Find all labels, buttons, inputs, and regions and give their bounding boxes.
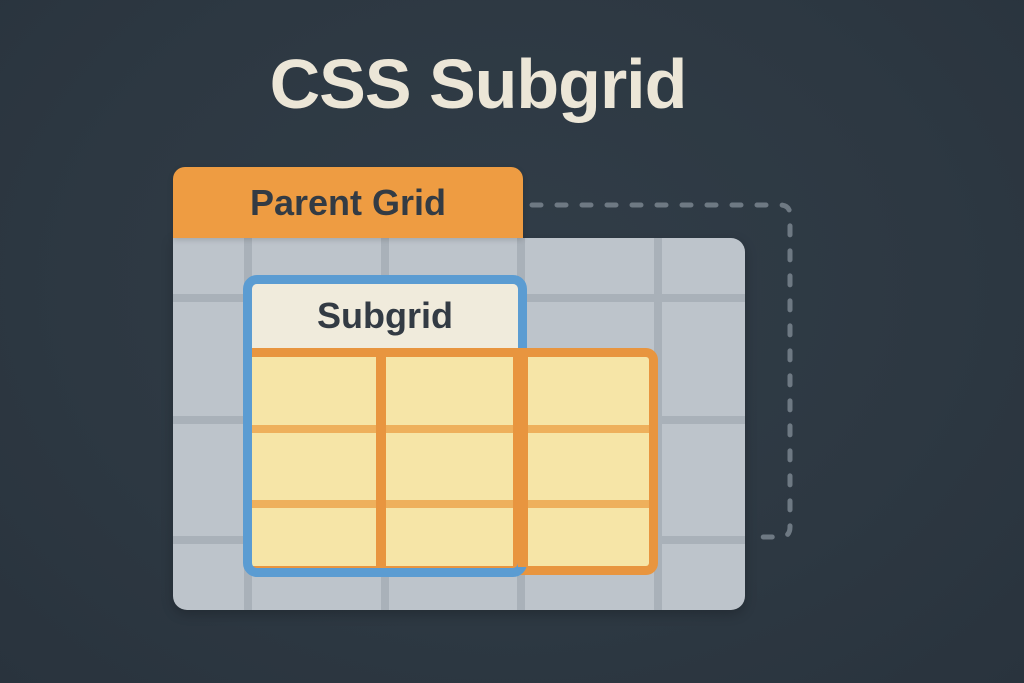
- parent-grid-header: Parent Grid: [173, 167, 523, 238]
- subgrid-column-line-overlay: [518, 348, 528, 567]
- subgrid-outline: Subgrid: [243, 275, 527, 577]
- parent-grid-label: Parent Grid: [249, 181, 447, 223]
- page-title: CSS Subgrid: [269, 45, 688, 123]
- subgrid-row-line: [252, 500, 649, 508]
- subgrid-row-line: [252, 425, 649, 433]
- subgrid-label: Subgrid: [317, 295, 453, 336]
- subgrid-column-line: [376, 348, 386, 575]
- subgrid-header: Subgrid: [252, 284, 518, 348]
